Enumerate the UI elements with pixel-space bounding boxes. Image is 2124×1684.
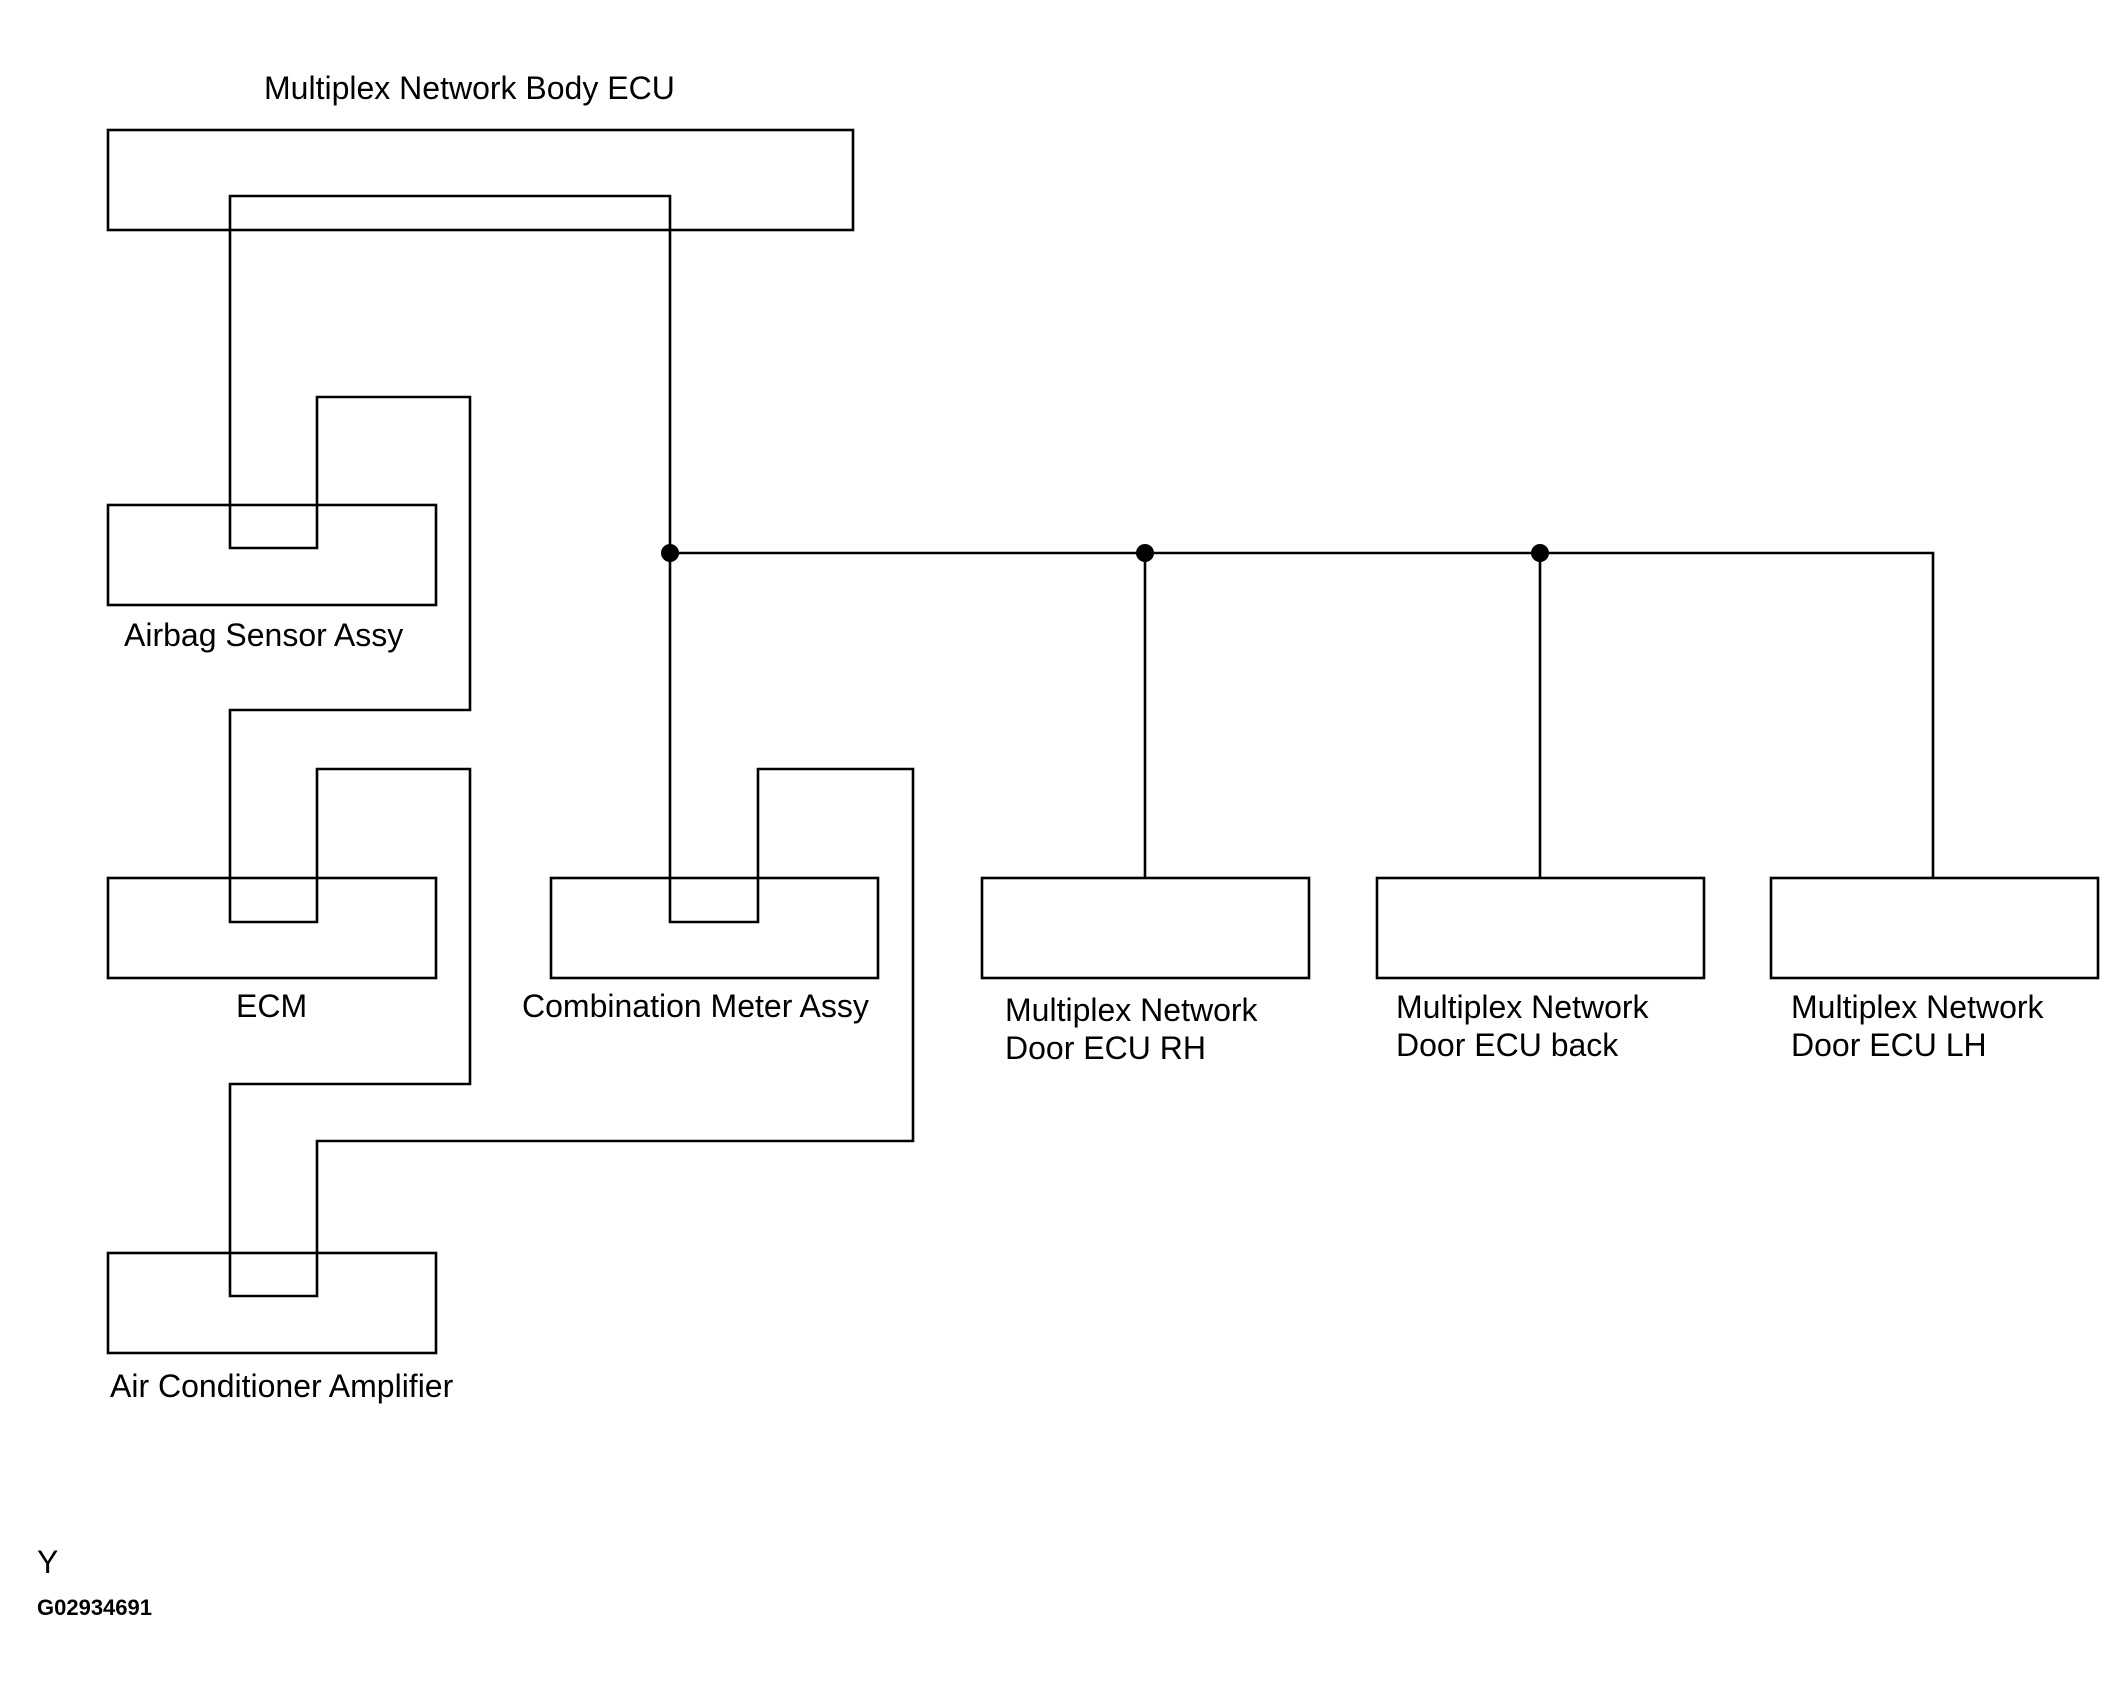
- junction-dot: [1531, 544, 1549, 562]
- door-ecu-back-box: [1375, 876, 1706, 980]
- airbag-sensor-box: [106, 503, 438, 607]
- ecm-label: ECM: [236, 988, 307, 1024]
- combination-meter-label: Combination Meter Assy: [522, 988, 869, 1024]
- ecm-box: [106, 876, 438, 980]
- network-loop-wire: [228, 194, 915, 1298]
- door-ecu-rh-label-line2: Door ECU RH: [1005, 1030, 1206, 1066]
- combination-meter-box: [549, 876, 880, 980]
- door-ecu-rh-box: [980, 876, 1311, 980]
- door-bus-wire: [670, 551, 1935, 878]
- door-ecu-lh-box: [1769, 876, 2100, 980]
- junction-dot: [661, 544, 679, 562]
- door-ecu-back-label-line1: Multiplex Network: [1396, 989, 1650, 1025]
- air-conditioner-amplifier-box: [106, 1251, 438, 1355]
- figure-code: G02934691: [37, 1595, 152, 1620]
- door-ecu-rh-label-line1: Multiplex Network: [1005, 992, 1259, 1028]
- body-ecu-label: Multiplex Network Body ECU: [264, 70, 675, 106]
- door-ecu-lh-label-line1: Multiplex Network: [1791, 989, 2045, 1025]
- body-ecu-box: [106, 128, 855, 232]
- figure-letter: Y: [37, 1544, 58, 1580]
- door-ecu-lh-label-line2: Door ECU LH: [1791, 1027, 1987, 1063]
- air-conditioner-amplifier-label: Air Conditioner Amplifier: [110, 1368, 454, 1404]
- airbag-sensor-label: Airbag Sensor Assy: [124, 617, 403, 653]
- junction-dot: [1136, 544, 1154, 562]
- door-ecu-back-label-line2: Door ECU back: [1396, 1027, 1619, 1063]
